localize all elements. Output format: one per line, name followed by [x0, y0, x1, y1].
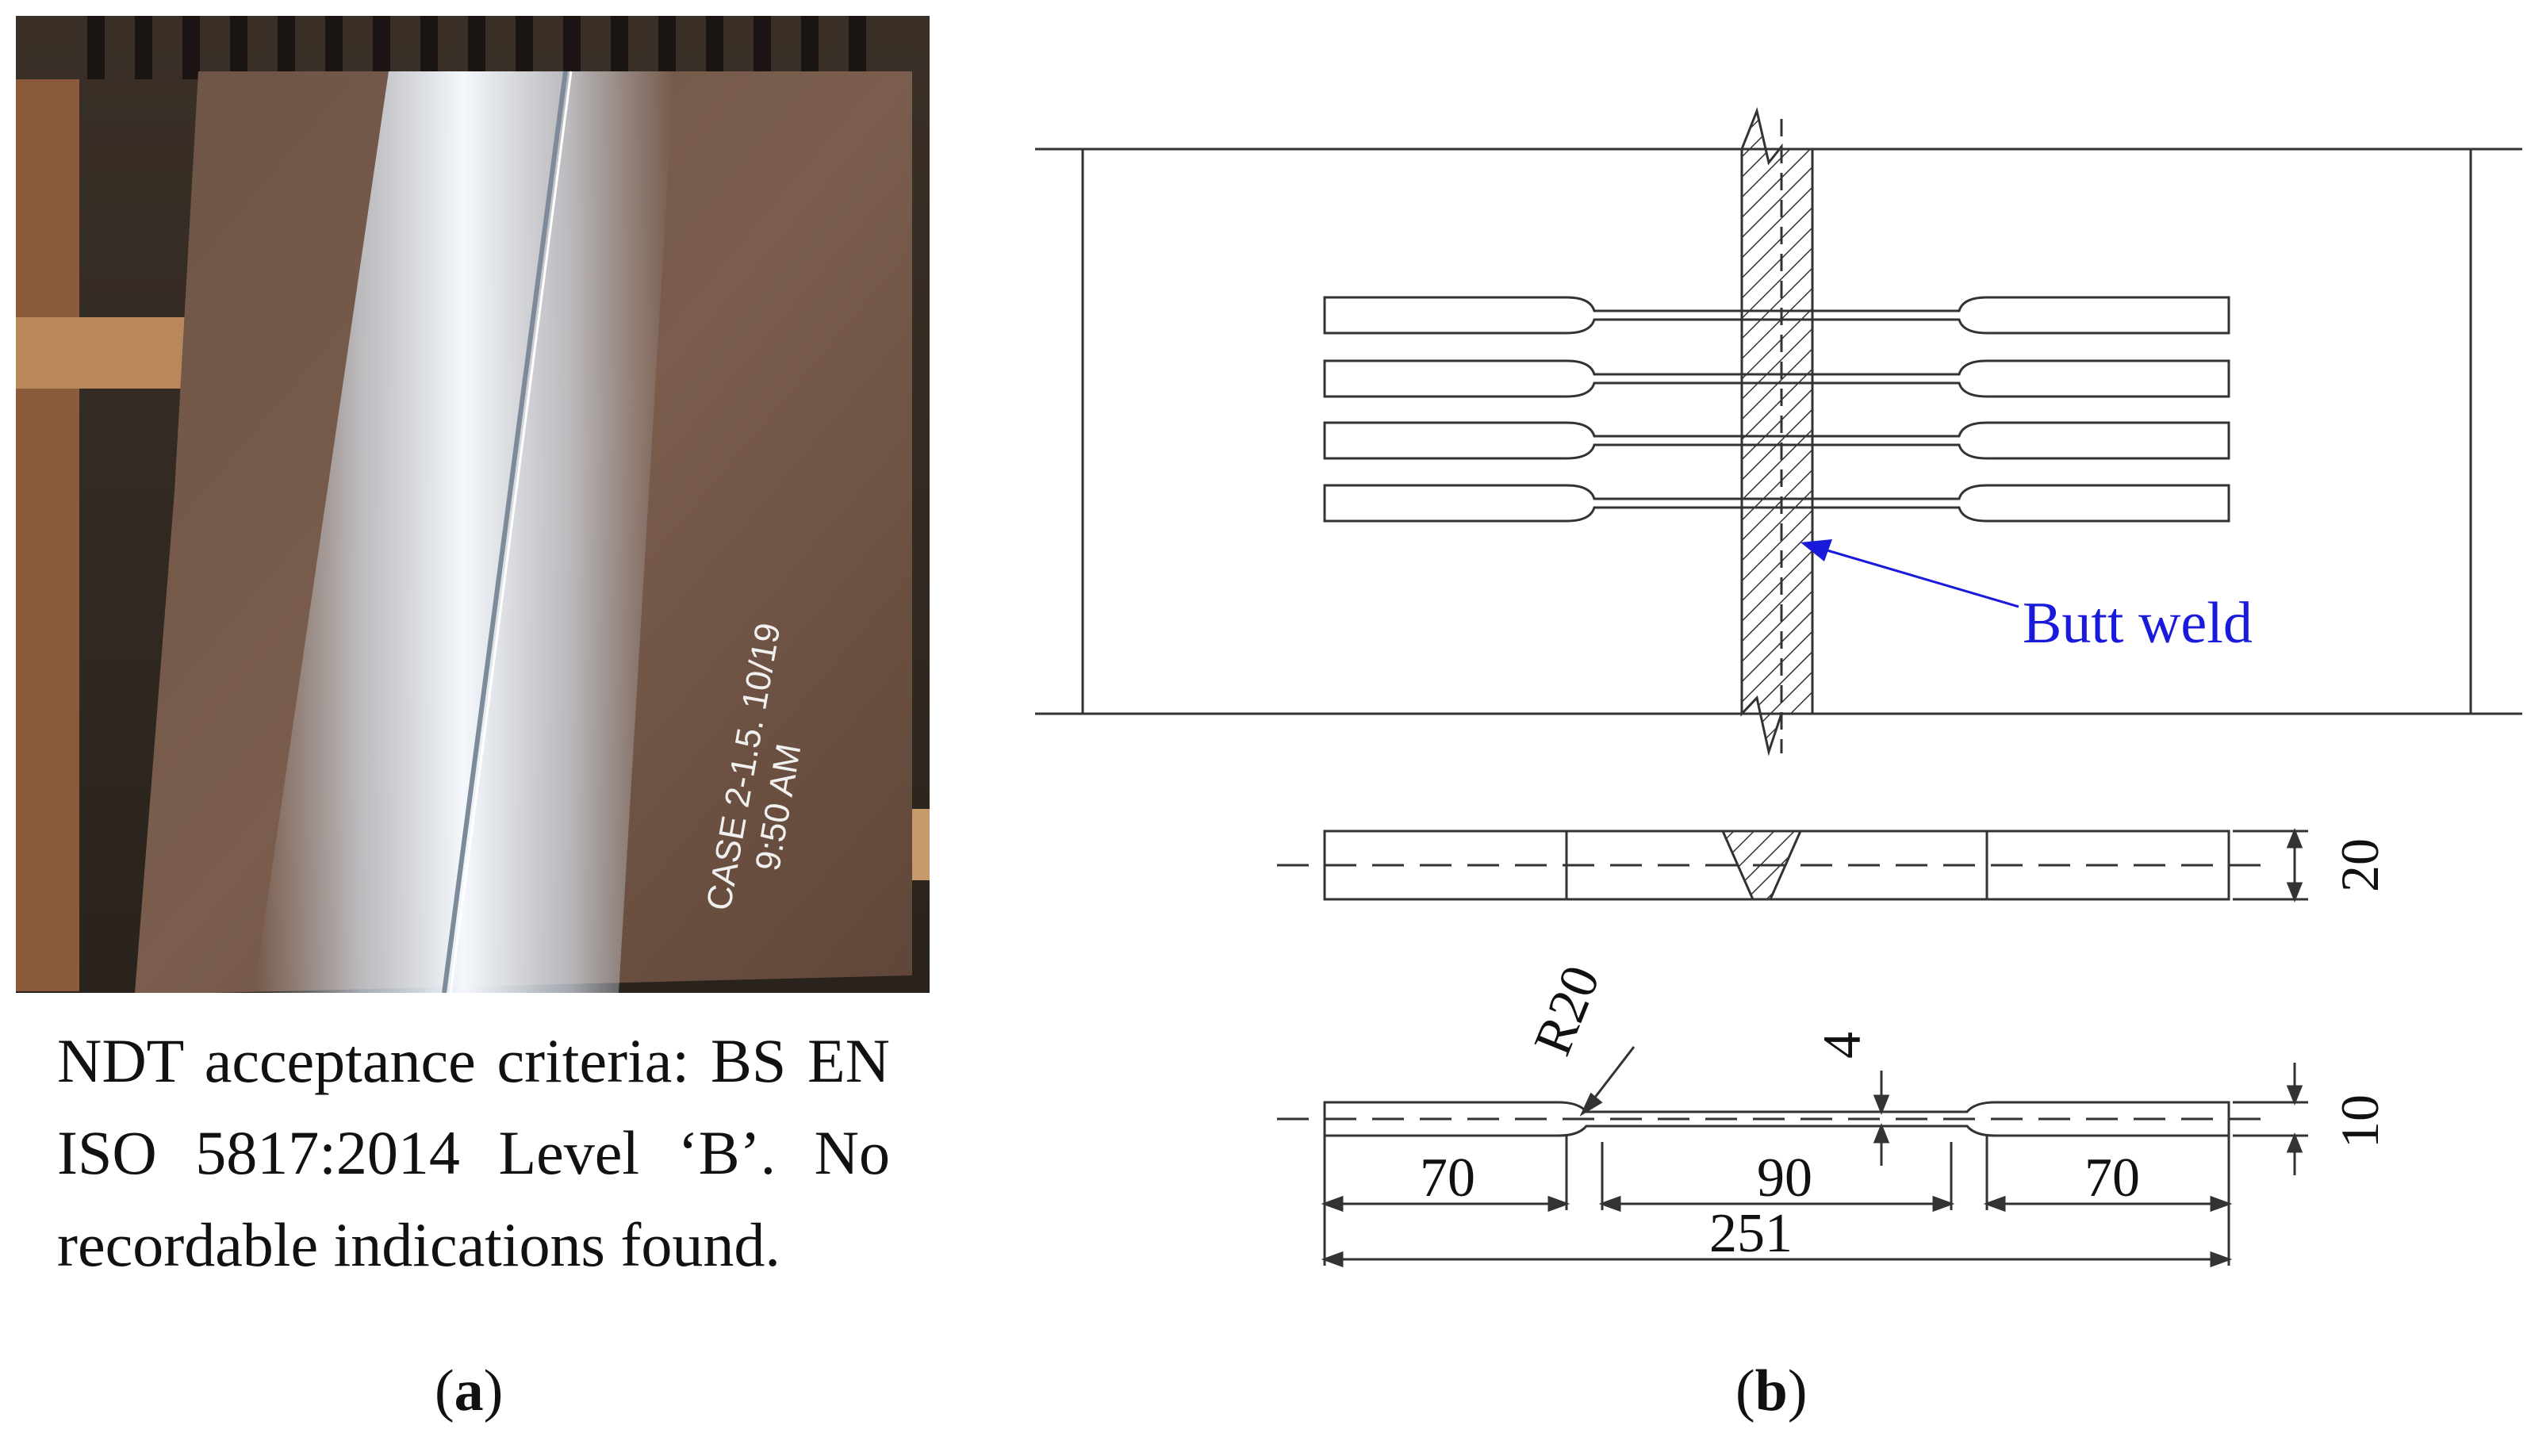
thickness-dimension: 20	[2330, 838, 2390, 892]
reduced-thickness-dimension: 4	[1812, 1032, 1872, 1059]
grip-length-right: 70	[2084, 1148, 2140, 1209]
specimen-2	[1323, 359, 2230, 398]
plan-view	[1035, 106, 2522, 757]
panel-label-a: (a)	[435, 1358, 504, 1423]
panel-label-b: (b)	[1735, 1358, 1808, 1423]
specimen-4	[1323, 484, 2230, 523]
specimen-3	[1323, 421, 2230, 460]
gauge-length: 90	[1757, 1148, 1812, 1209]
side-view	[1277, 827, 2308, 903]
specimen-drawing: Butt weld 20	[1015, 95, 2531, 1348]
specimen-outlines-plan	[1323, 296, 2230, 523]
specimen-1	[1323, 296, 2230, 335]
welded-plate-photo: CASE 2-1.5. 10/19 9:50 AM	[16, 16, 930, 993]
butt-weld-callout: Butt weld	[1800, 539, 2253, 656]
ndt-caption: NDT acceptance criteria: BS EN ISO 5817:…	[57, 1026, 890, 1279]
radius-dimension: R20	[1521, 957, 1611, 1063]
butt-weld-label: Butt weld	[2023, 591, 2253, 656]
total-length: 251	[1709, 1203, 1793, 1264]
specimen-thickness-dimension: 10	[2330, 1094, 2390, 1148]
specimen-profile	[1277, 1046, 2308, 1268]
grip-length-left: 70	[1420, 1148, 1475, 1209]
